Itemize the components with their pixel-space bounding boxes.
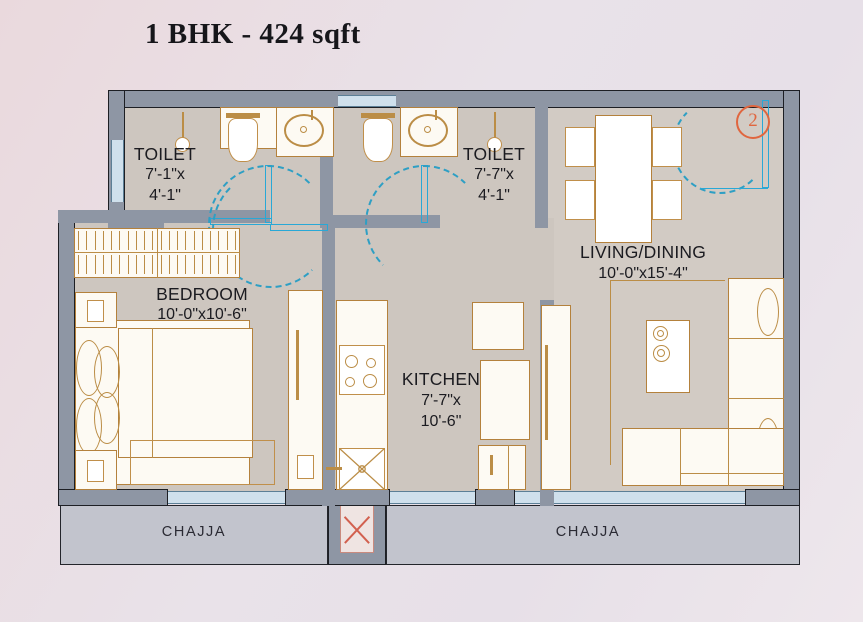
living-sofa-cushion-top — [757, 288, 779, 336]
chajja-left-label: CHAJJA — [161, 524, 227, 540]
living-sofa-h-seat-div-2 — [728, 428, 730, 486]
entrance-door-threshold — [700, 183, 768, 189]
toilet2-wc-cistern — [361, 113, 395, 118]
bedroom-wardrobe-slats-top — [78, 231, 236, 250]
kitchen-fridge-handle — [490, 455, 493, 475]
exterior-wall-bottom-mid2 — [475, 489, 515, 506]
dining-chair-right-2 — [652, 180, 682, 220]
kitchen-sink-tap — [326, 467, 342, 470]
toilet2-wc-bowl — [363, 118, 393, 162]
toilet2-light-rod — [494, 112, 496, 139]
toilet1-light-rod — [182, 112, 184, 139]
kitchen-fridge-split — [508, 445, 510, 490]
bedroom-window — [168, 491, 285, 504]
chajja-right-area — [386, 505, 800, 565]
bedroom-pillow-2 — [94, 346, 120, 398]
kitchen-dim-2: 10'-6" — [420, 413, 462, 430]
living-rug-edge-v — [610, 280, 612, 465]
living-tv-knob-1-inner — [657, 330, 664, 337]
living-tv-knob-2-inner — [657, 349, 665, 357]
bedroom-label: BEDROOM — [156, 284, 248, 304]
unit-number-marker: 2 — [736, 105, 770, 139]
kitchen-dim-1: 7'-7"x — [421, 392, 461, 409]
exterior-wall-bottom-right — [745, 489, 800, 506]
kitchen-pantry-handle — [545, 345, 548, 440]
toilet1-wc-cistern — [226, 113, 260, 118]
toilet2-door-swing — [365, 165, 483, 283]
bedroom-wardrobe-split — [157, 228, 159, 278]
kitchen-sink-cross-icon — [339, 448, 385, 490]
kitchen-window — [390, 491, 475, 504]
interior-wall-bedroom-right — [322, 223, 335, 506]
toilet1-label: TOILET — [133, 144, 197, 164]
toilet2-window — [338, 95, 396, 107]
shaft-cross-marker — [340, 505, 374, 553]
living-window-bottom — [515, 491, 745, 504]
dining-chair-left-1 — [565, 127, 595, 167]
interior-wall-toilet2-right — [535, 96, 548, 228]
living-sofa-seat-div-1 — [728, 338, 784, 340]
kitchen-overhead-cabinet — [472, 302, 524, 350]
dining-table — [595, 115, 652, 243]
living-rug-edge-h — [610, 280, 725, 282]
kitchen-burner-1 — [345, 355, 358, 368]
living-sofa-h-backline — [680, 473, 784, 475]
toilet2-basin-drain — [424, 126, 431, 133]
exterior-wall-bottom-mid — [285, 489, 390, 506]
living-tv-knob-2 — [653, 345, 670, 362]
bedroom-nightstand-top-lamp — [87, 300, 104, 322]
exterior-wall-bottom-left — [58, 489, 168, 506]
dining-chair-left-2 — [565, 180, 595, 220]
exterior-wall-right — [783, 90, 800, 506]
toilet1-dim-2: 4'-1" — [149, 187, 181, 204]
toilet1-basin-bowl — [284, 114, 324, 147]
kitchen-burner-4 — [363, 374, 377, 388]
bedroom-bed-footcover — [130, 440, 275, 485]
living-label: LIVING/DINING — [579, 242, 707, 262]
living-sofa-h-seat-div-1 — [680, 428, 682, 486]
toilet2-light-fixture — [487, 137, 502, 152]
kitchen-fridge — [478, 445, 526, 490]
bedroom-bed-sheet-fold — [152, 328, 154, 458]
living-dim: 10'-0"x15'-4" — [598, 265, 688, 282]
toilet1-window — [111, 140, 124, 202]
toilet1-light-fixture — [175, 137, 190, 152]
bedroom-mattress — [118, 328, 253, 458]
exterior-wall-left — [58, 210, 75, 506]
bedroom-wardrobe-slats-bottom — [78, 255, 236, 274]
bedroom-tall-cabinet-handle — [296, 330, 299, 400]
kitchen-tall-unit — [480, 360, 530, 440]
bedroom-corner-stool — [297, 455, 314, 479]
living-tv-knob-1 — [653, 326, 668, 341]
bedroom-dim: 10'-0"x10'-6" — [157, 306, 247, 323]
toilet2-dim-2: 4'-1" — [478, 187, 510, 204]
page-title: 1 BHK - 424 sqft — [145, 18, 361, 50]
toilet2-label: TOILET — [462, 144, 526, 164]
kitchen-hob — [339, 345, 385, 395]
toilet1-dim-1: 7'-1"x — [145, 166, 185, 183]
toilet1-door-swing — [208, 165, 328, 285]
living-sofa-seat-div-2 — [728, 398, 784, 400]
kitchen-burner-2 — [366, 358, 376, 368]
bedroom-nightstand-bottom-lamp — [87, 460, 104, 482]
kitchen-label: KITCHEN — [401, 369, 481, 389]
bedroom-pillow-4 — [94, 392, 120, 444]
kitchen-burner-3 — [345, 377, 355, 387]
dining-chair-right-1 — [652, 127, 682, 167]
chajja-right-label: CHAJJA — [555, 524, 621, 540]
toilet2-basin-tap — [435, 110, 437, 120]
toilet1-basin-drain — [300, 126, 307, 133]
toilet2-dim-1: 7'-7"x — [474, 166, 514, 183]
chajja-left-area — [60, 505, 328, 565]
living-sofa-horizontal — [622, 428, 784, 486]
toilet1-basin-tap — [311, 110, 313, 120]
toilet2-basin-bowl — [408, 114, 448, 147]
toilet1-wc-bowl — [228, 118, 258, 162]
